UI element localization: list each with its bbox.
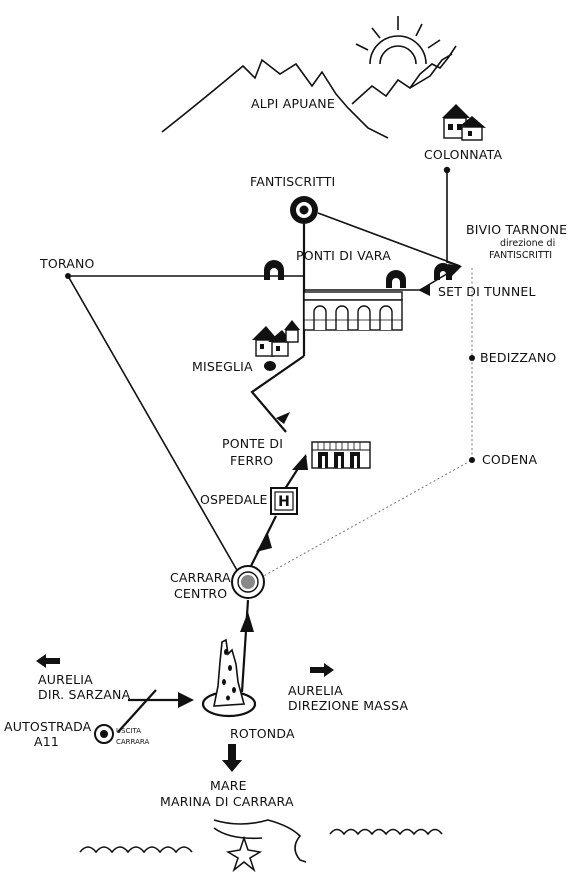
label-bedizzano: BEDIZZANO — [480, 350, 556, 365]
label-bivio-tarnone: BIVIO TARNONE — [466, 222, 567, 237]
tunnel-icon — [264, 260, 452, 288]
label-autostrada-1: AUTOSTRADA — [4, 719, 92, 734]
house-icon — [252, 320, 300, 357]
label-ponti-di-vara: PONTI DI VARA — [296, 248, 391, 263]
dotted-roads — [259, 268, 473, 579]
label-torano: TORANO — [39, 256, 95, 271]
label-uscita-2: CARRARA — [116, 738, 149, 746]
exit-target-icon — [94, 724, 114, 744]
label-carrara-1: CARRARA — [170, 570, 231, 585]
label-ponte-di-ferro-1: PONTE DI — [222, 436, 283, 451]
label-mare-1: MARE — [210, 778, 247, 793]
sun-icon — [355, 16, 441, 65]
arrow-icon — [36, 264, 462, 772]
monument-icon — [201, 638, 257, 718]
svg-text:H: H — [278, 494, 290, 510]
mountains-icon — [161, 45, 457, 139]
label-set-di-tunnel: SET DI TUNNEL — [438, 284, 536, 299]
label-miseglia: MISEGLIA — [192, 359, 253, 374]
label-uscita-1: USCITA — [116, 727, 141, 735]
bedizzano-dot — [469, 355, 475, 361]
label-aurelia-massa-1: AURELIA — [288, 683, 343, 698]
codena-dot — [469, 457, 475, 463]
label-rotonda: ROTONDA — [230, 726, 295, 741]
label-ospedale: OSPEDALE — [200, 492, 268, 507]
label-fantiscritti: FANTISCRITTI — [250, 174, 335, 189]
label-mare-2: MARINA DI CARRARA — [160, 794, 294, 809]
roads — [67, 170, 461, 733]
fantiscritti-target-icon — [290, 196, 318, 224]
label-colonnata: COLONNATA — [424, 147, 502, 162]
label-ponte-di-ferro-2: FERRO — [230, 453, 273, 468]
bridge-icon — [311, 441, 371, 469]
label-alpi-apuane: ALPI APUANE — [251, 96, 335, 111]
label-bivio-direzione: direzione di — [500, 238, 555, 249]
roundabout-icon — [231, 565, 265, 599]
label-autostrada-2: A11 — [34, 734, 59, 749]
hospital-icon: H — [270, 487, 298, 515]
label-bivio-fantiscritti: FANTISCRITTI — [489, 250, 552, 261]
label-aurelia-sarzana-2: DIR. SARZANA — [38, 687, 131, 702]
starfish-icon — [225, 835, 263, 873]
label-aurelia-massa-2: DIREZIONE MASSA — [288, 698, 408, 713]
bridge-icon — [303, 291, 403, 331]
label-codena: CODENA — [482, 452, 537, 467]
miseglia-dot — [264, 361, 276, 371]
label-aurelia-sarzana-1: AURELIA — [38, 672, 93, 687]
house-icon — [442, 104, 486, 141]
waves-icon — [79, 819, 443, 863]
label-carrara-2: CENTRO — [174, 586, 227, 601]
